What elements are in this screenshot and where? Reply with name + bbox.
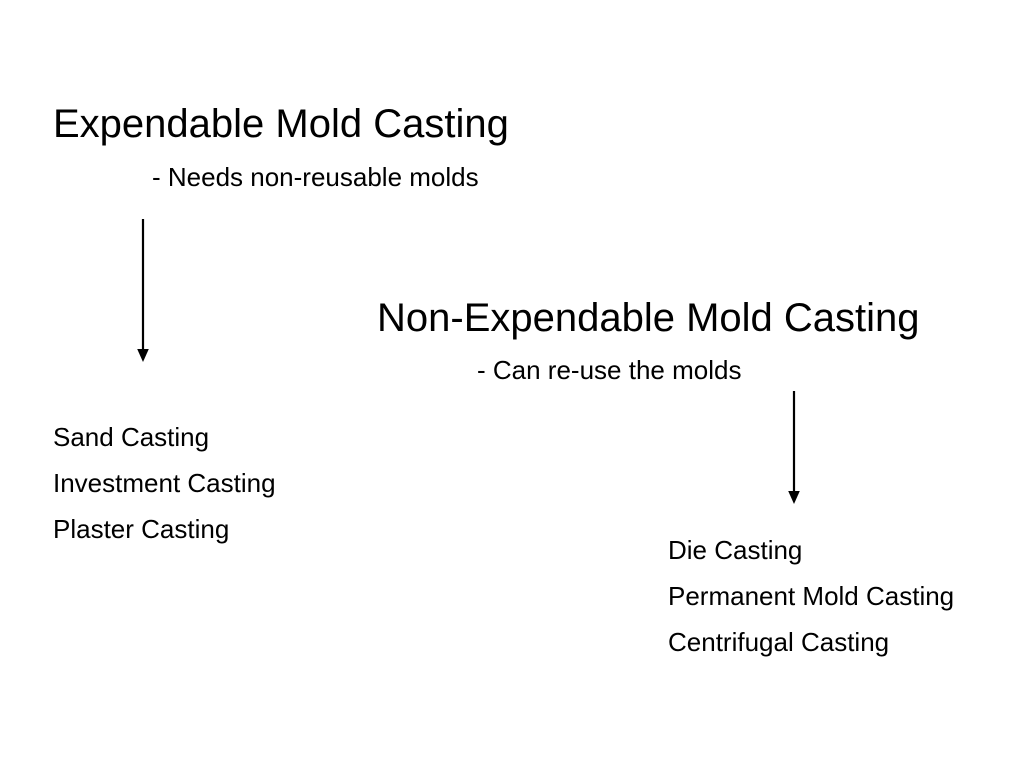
non-expendable-note: - Can re-use the molds [477, 355, 742, 385]
list-item-sand-casting: Sand Casting [53, 422, 210, 452]
down-arrow-icon-non-expendable [787, 391, 801, 506]
list-item-die-casting: Die Casting [668, 535, 803, 565]
list-item-centrifugal-casting: Centrifugal Casting [668, 627, 890, 657]
list-item-permanent-mold-casting: Permanent Mold Casting [668, 581, 955, 611]
down-arrow-icon-expendable [136, 219, 150, 363]
expendable-heading: Expendable Mold Casting [53, 102, 509, 146]
list-item-plaster-casting: Plaster Casting [53, 514, 230, 544]
expendable-note: - Needs non-reusable molds [152, 162, 479, 192]
non-expendable-heading: Non-Expendable Mold Casting [377, 296, 920, 340]
list-item-investment-casting: Investment Casting [53, 468, 276, 498]
